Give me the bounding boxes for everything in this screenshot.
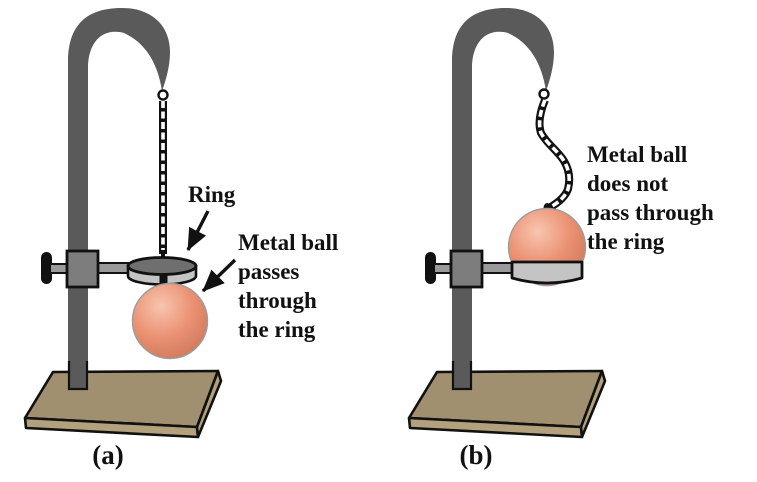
stand-base-right-b bbox=[579, 369, 607, 439]
arrow-to-ring bbox=[186, 210, 210, 251]
caption-a: (a) bbox=[92, 440, 124, 470]
chain-loop-b bbox=[538, 88, 550, 100]
clamp-block-b bbox=[449, 249, 484, 289]
clamp-knob-rod-a bbox=[49, 263, 69, 274]
stand-pole-a bbox=[68, 8, 170, 374]
stand-base-right-a bbox=[195, 369, 223, 439]
chain-b bbox=[535, 98, 574, 212]
stand-pole-b bbox=[452, 8, 554, 374]
clamp-arm-b bbox=[479, 262, 515, 274]
metal-ball-a bbox=[131, 282, 209, 360]
caption-b: (b) bbox=[459, 440, 493, 470]
stand-b bbox=[407, 8, 607, 439]
ring-label: Ring bbox=[188, 182, 236, 207]
stand-pole-stub-b bbox=[451, 361, 473, 391]
stand-a bbox=[23, 8, 223, 439]
ball-label-b: Metal ball does not pass through the rin… bbox=[587, 142, 714, 254]
stand-pole-stub-a bbox=[67, 361, 89, 391]
ball-label-a: Metal ball passes through the ring bbox=[238, 230, 339, 342]
ring-band-b bbox=[510, 260, 584, 285]
ring-top-a bbox=[126, 256, 198, 276]
clamp-block-a bbox=[65, 249, 100, 289]
clamp-knob-a bbox=[41, 252, 52, 284]
chain-pin-a bbox=[161, 250, 165, 262]
ball-hanger-a bbox=[159, 274, 168, 286]
clamp-arm-a bbox=[95, 262, 133, 274]
chain-loop-a bbox=[157, 89, 169, 101]
clamp-knob-rod-b bbox=[433, 263, 453, 274]
clamp-knob-b bbox=[425, 252, 436, 284]
arrow-to-ball-a bbox=[201, 258, 237, 293]
